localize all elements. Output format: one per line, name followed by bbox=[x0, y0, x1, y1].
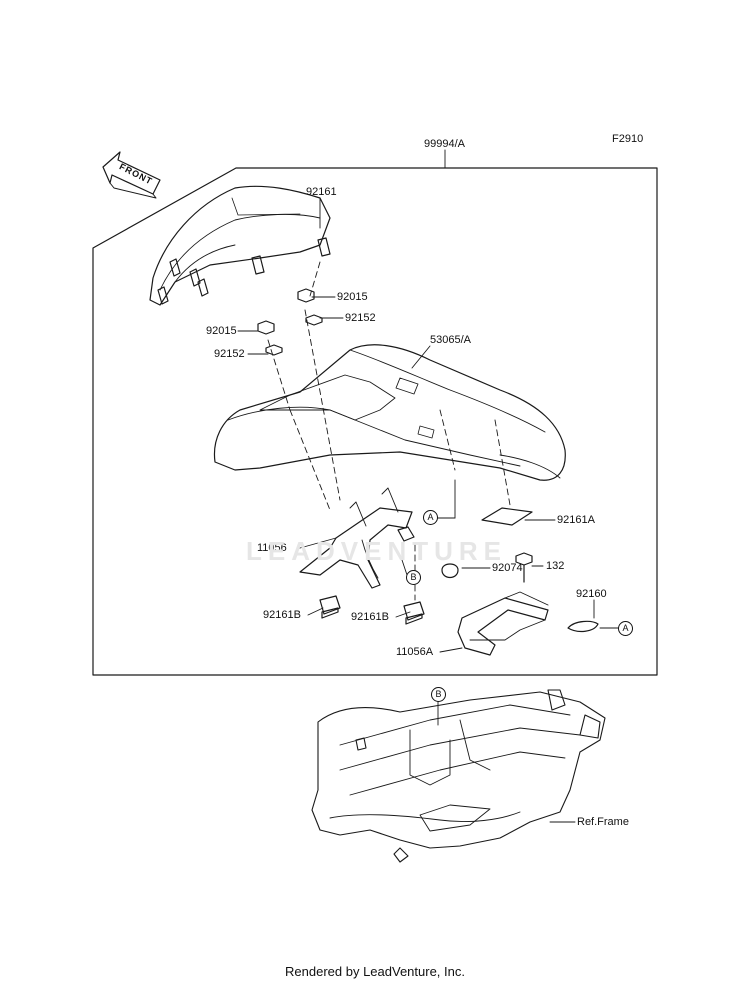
pad-92160 bbox=[567, 620, 599, 633]
bracket-11056 bbox=[299, 487, 415, 589]
rear-seat-cover bbox=[213, 344, 566, 481]
figure-code: F2910 bbox=[612, 133, 644, 145]
part-label-92161b-right[interactable]: 92161B bbox=[351, 611, 389, 623]
footer-credit: Rendered by LeadVenture, Inc. bbox=[285, 964, 465, 979]
callout-a-center: A bbox=[423, 510, 438, 525]
grommet-and-bolt bbox=[441, 552, 533, 583]
part-label-92161[interactable]: 92161 bbox=[306, 186, 337, 198]
front-direction-arrow bbox=[102, 151, 161, 199]
rubber-dampers-92161b bbox=[319, 595, 425, 625]
part-label-92015-left[interactable]: 92015 bbox=[206, 325, 237, 337]
reference-frame-drawing bbox=[311, 689, 606, 863]
part-label-92160[interactable]: 92160 bbox=[576, 588, 607, 600]
part-label-11056[interactable]: 11056 bbox=[257, 542, 287, 554]
bracket-11056a bbox=[457, 591, 549, 656]
watermark: LEADVENTURE bbox=[246, 536, 508, 566]
part-label-92015-right[interactable]: 92015 bbox=[337, 291, 368, 303]
nuts-and-washers bbox=[257, 288, 323, 356]
rubber-pad-92161a bbox=[481, 507, 533, 526]
part-label-92161b-left[interactable]: 92161B bbox=[263, 609, 301, 621]
part-label-132[interactable]: 132 bbox=[546, 560, 565, 572]
part-label-92152-left[interactable]: 92152 bbox=[214, 348, 245, 360]
part-label-92074[interactable]: 92074 bbox=[492, 562, 523, 574]
callout-a-right: A bbox=[618, 621, 633, 636]
part-label-92152-right[interactable]: 92152 bbox=[345, 312, 376, 324]
part-label-53065a[interactable]: 53065/A bbox=[430, 334, 471, 346]
callout-b-mid: B bbox=[406, 570, 421, 585]
callout-b-bottom: B bbox=[431, 687, 446, 702]
part-label-11056a[interactable]: 11056A bbox=[396, 646, 434, 658]
part-label-99994a[interactable]: 99994/A bbox=[424, 138, 465, 150]
seat-cowl-cover bbox=[149, 185, 331, 306]
kit-boundary-box bbox=[92, 167, 658, 676]
ref-frame-label: Ref.Frame bbox=[577, 816, 629, 828]
leader-lines bbox=[237, 149, 619, 823]
part-label-92161a[interactable]: 92161A bbox=[557, 514, 595, 526]
